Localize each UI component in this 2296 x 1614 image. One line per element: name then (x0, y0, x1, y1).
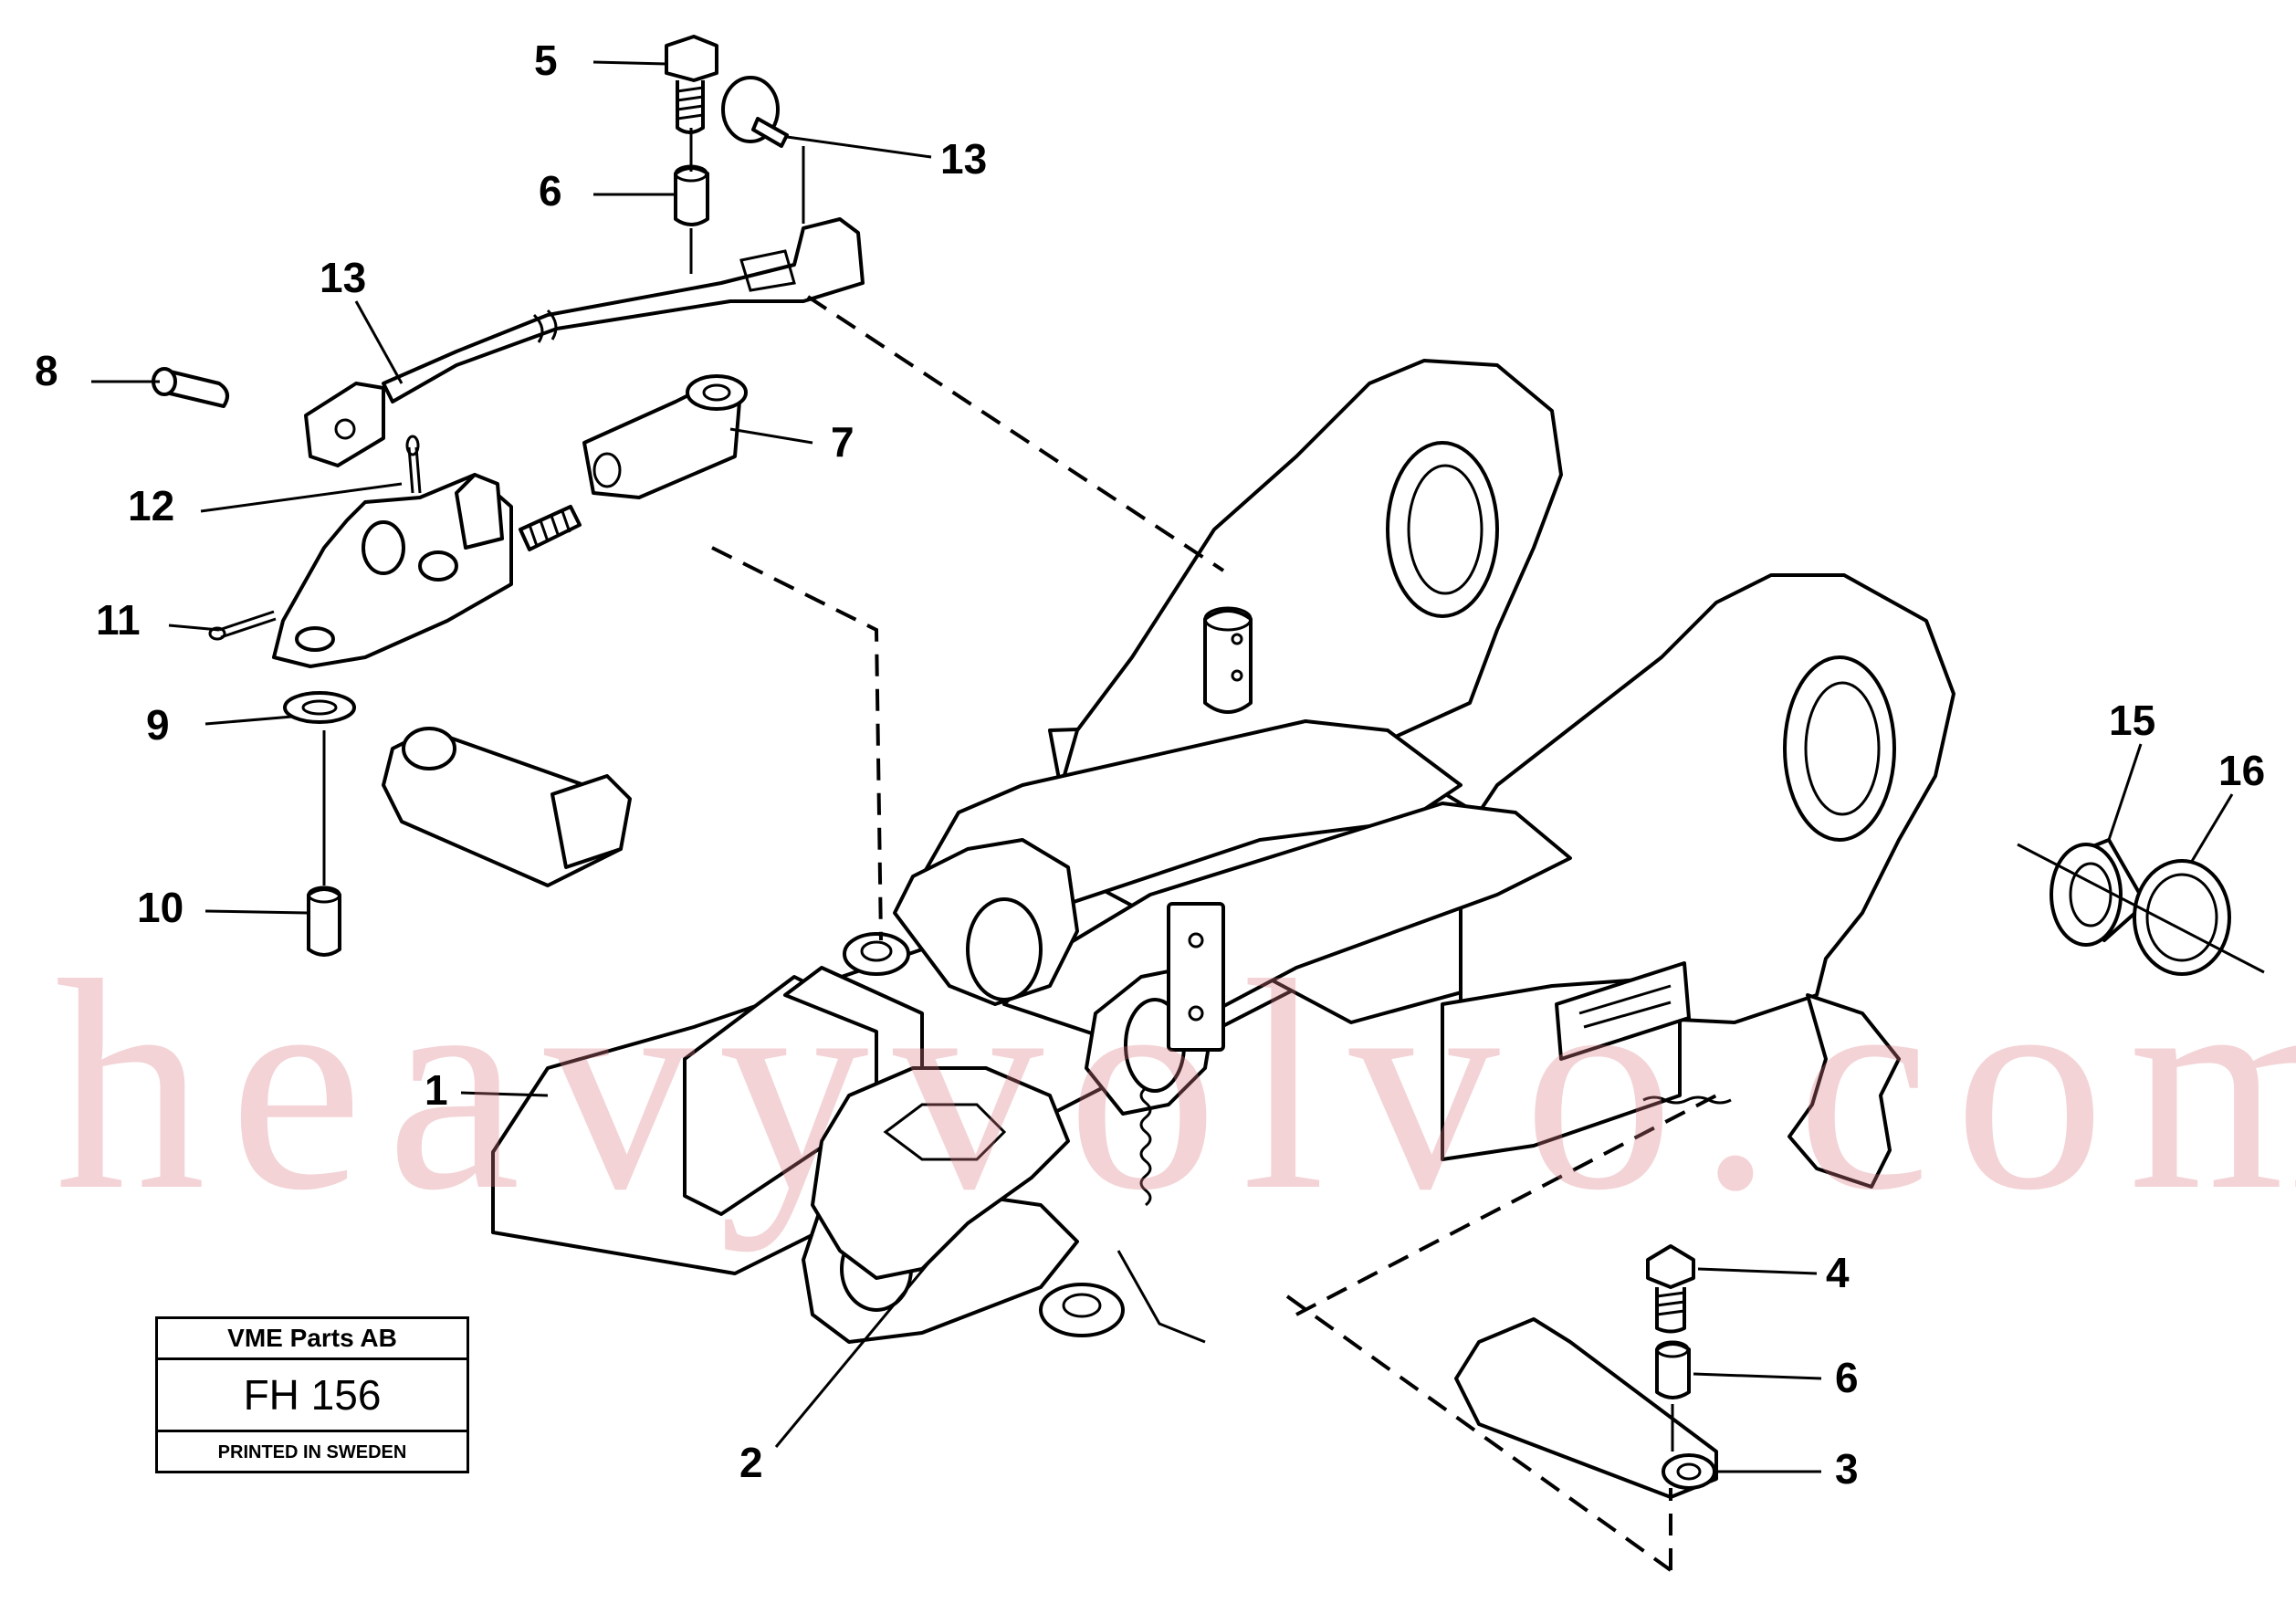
hook-link (811, 1066, 1070, 1280)
callout-2: 2 (739, 1259, 933, 1486)
bushing-6-bottom (1655, 1342, 1691, 1399)
callout-16: 16 (2189, 747, 2265, 864)
callout-9: 8 (35, 347, 160, 394)
svg-text:9: 9 (146, 701, 170, 749)
callout-10: 10 (137, 884, 308, 931)
split-pin-11 (218, 610, 277, 639)
svg-text:15: 15 (2109, 697, 2155, 744)
svg-text:8: 8 (35, 347, 58, 394)
svg-text:12: 12 (128, 482, 174, 529)
nut-boss (1039, 1283, 1125, 1337)
bolt-4 (1646, 1244, 1695, 1334)
svg-text:3: 3 (1835, 1445, 1859, 1493)
callout-15: 15 (2107, 697, 2155, 841)
svg-text:5: 5 (534, 37, 558, 84)
title-block: VME Parts AB FH 156 PRINTED IN SWEDEN (155, 1316, 469, 1473)
spring-left (1139, 1086, 1152, 1207)
washer-8 (283, 691, 356, 724)
rear-arm-bore (1386, 441, 1499, 618)
bushing-6-top (674, 166, 709, 226)
svg-text:10: 10 (137, 884, 183, 931)
callout-6-top: 6 (539, 167, 674, 215)
svg-text:16: 16 (2218, 747, 2265, 794)
callout-8: 9 (146, 701, 293, 749)
coupler-frame (491, 359, 1955, 1344)
assembly-lines (322, 128, 1717, 1572)
callout-7: 7 (729, 418, 854, 466)
front-lug (1167, 902, 1225, 1052)
title-block-company: VME Parts AB (158, 1319, 467, 1360)
spring-right (1642, 1095, 1732, 1105)
svg-text:1: 1 (425, 1066, 448, 1114)
callout-6-bottom: 6 (1693, 1354, 1859, 1401)
callout-13: 13 (320, 254, 404, 384)
latch-part-3 (1454, 1317, 1718, 1499)
svg-text:11: 11 (96, 596, 141, 644)
callout-5: 5 (534, 37, 667, 84)
left-ear-bore (966, 897, 1043, 1001)
loose-parts (152, 35, 2265, 1499)
clevis (304, 382, 385, 467)
callout-12: 12 (128, 482, 403, 529)
title-block-printed: PRINTED IN SWEDEN (217, 1442, 407, 1462)
svg-text:4: 4 (1826, 1249, 1850, 1296)
svg-text:13: 13 (940, 135, 987, 183)
svg-text:13: 13 (320, 254, 366, 301)
callout-4: 4 (1697, 1249, 1850, 1296)
lever-arm-13 (382, 217, 865, 404)
svg-text:6: 6 (539, 167, 562, 215)
front-arm-bore (1783, 655, 1896, 842)
svg-text:6: 6 (1835, 1354, 1859, 1401)
callout-3: 3 (1716, 1445, 1859, 1493)
callouts: 5 13 6 13 8 7 12 11 (35, 37, 2265, 1493)
pin-10 (307, 887, 341, 957)
svg-text:7: 7 (831, 418, 854, 466)
circlip-16 (2017, 843, 2265, 976)
callout-14: 13 (786, 135, 987, 183)
svg-text:2: 2 (739, 1439, 763, 1486)
title-block-code: FH 156 (158, 1360, 467, 1432)
front-hook (1788, 993, 1901, 1189)
callout-11: 11 (96, 596, 220, 644)
watermark: heavyvolvo.com (55, 919, 2296, 1252)
callout-1: 1 (425, 1066, 549, 1114)
